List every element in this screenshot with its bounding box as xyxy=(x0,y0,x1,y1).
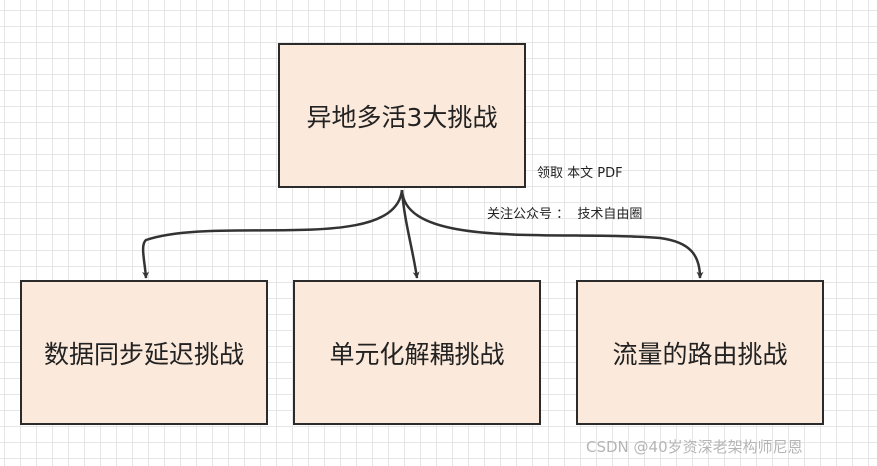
annotation-follow: 关注公众号 ： 技术自由圈 xyxy=(487,207,643,222)
child-node-traffic-routing: 流量的路由挑战 xyxy=(576,280,824,425)
child-node-label: 数据同步延迟挑战 xyxy=(43,339,244,369)
child-node-label: 单元化解耦挑战 xyxy=(329,339,505,369)
child-node-data-sync: 数据同步延迟挑战 xyxy=(20,280,268,425)
watermark: CSDN @40岁资深老架构师尼恩 xyxy=(586,438,803,456)
root-node-label: 异地多活3大挑战 xyxy=(306,102,498,132)
edge-to-unit-decoupling xyxy=(400,189,420,279)
edge-to-traffic-routing xyxy=(400,189,704,279)
edge-to-data-sync xyxy=(141,189,404,279)
root-node: 异地多活3大挑战 xyxy=(278,43,526,188)
child-node-label: 流量的路由挑战 xyxy=(612,339,788,369)
child-node-unit-decoupling: 单元化解耦挑战 xyxy=(293,280,541,425)
annotation-pdf: 领取 本文 PDF xyxy=(537,166,623,181)
